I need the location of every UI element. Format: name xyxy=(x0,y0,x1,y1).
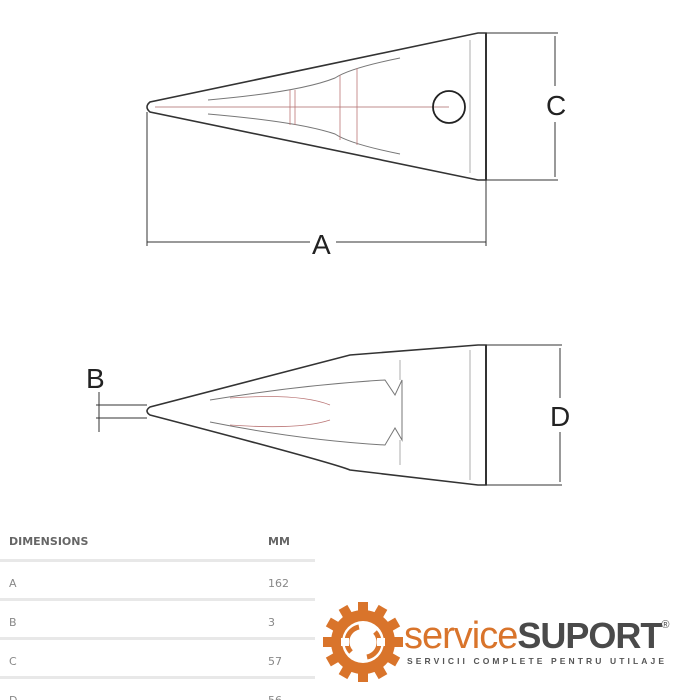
registered-mark: ® xyxy=(661,619,670,631)
table-row: A 162 xyxy=(0,562,315,601)
brand-name-light: service xyxy=(404,615,518,657)
header-mm: MM xyxy=(268,535,290,548)
dimension-cell: B xyxy=(9,616,17,629)
dimension-c xyxy=(486,32,558,181)
table-header: DIMENSIONS MM xyxy=(0,520,315,562)
label-c: C xyxy=(546,90,566,121)
table-row: B 3 xyxy=(0,601,315,640)
top-view xyxy=(146,32,487,181)
side-view xyxy=(146,344,487,486)
dimension-a xyxy=(146,112,487,246)
brand-name-bold: SUPORT xyxy=(517,615,662,656)
dimension-cell: A xyxy=(9,577,17,590)
value-cell: 57 xyxy=(268,655,282,668)
label-d: D xyxy=(550,401,570,432)
table-row: D 56 xyxy=(0,679,315,700)
label-b: B xyxy=(86,363,105,394)
value-cell: 56 xyxy=(268,694,282,700)
brand-tagline: SERVICII COMPLETE PENTRU UTILAJE xyxy=(407,656,668,666)
brand-logo: serviceSUPORT® xyxy=(404,615,670,658)
label-a: A xyxy=(312,229,331,260)
dimension-cell: D xyxy=(9,694,17,700)
dimension-b xyxy=(96,392,147,432)
dimensions-table: DIMENSIONS MM A 162 B 3 C 57 D 56 xyxy=(0,520,315,700)
table-row: C 57 xyxy=(0,640,315,679)
dimension-d xyxy=(486,344,562,486)
dimension-cell: C xyxy=(9,655,17,668)
value-cell: 162 xyxy=(268,577,289,590)
gear-logo-icon xyxy=(323,602,403,682)
header-dimensions: DIMENSIONS xyxy=(9,535,89,548)
value-cell: 3 xyxy=(268,616,275,629)
